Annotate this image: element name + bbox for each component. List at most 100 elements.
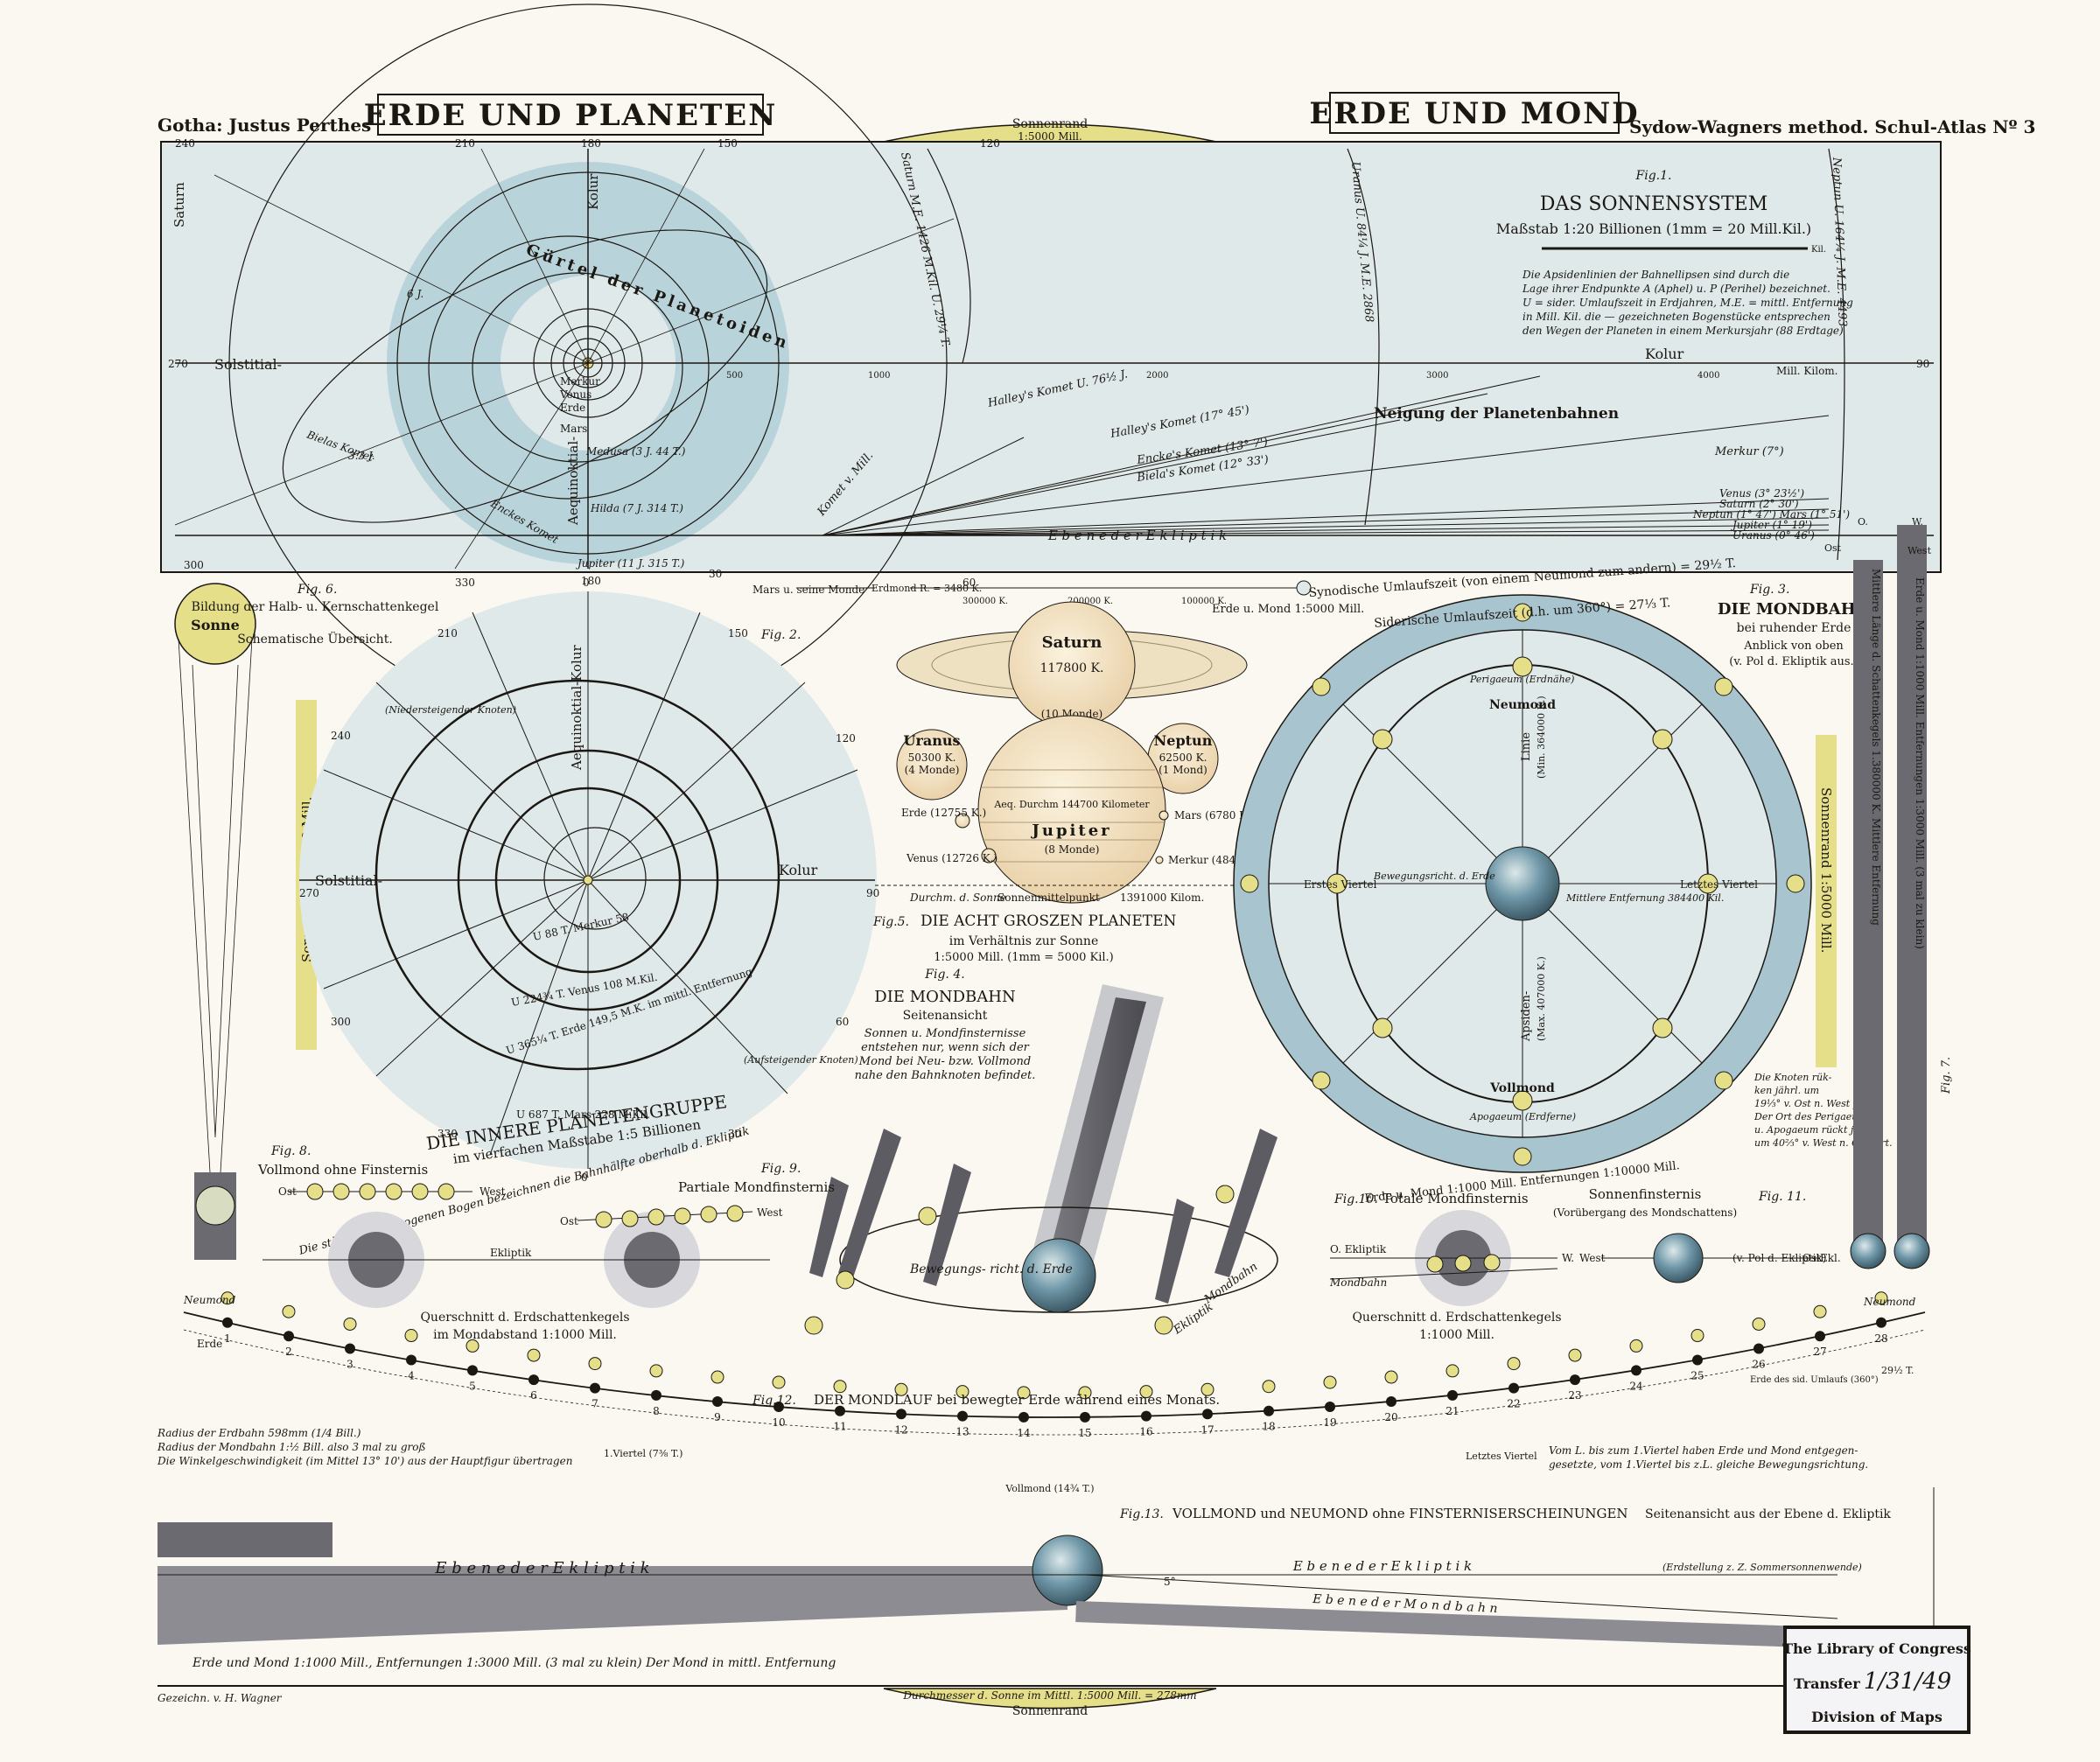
- fig11-west: West: [1579, 1252, 1606, 1264]
- fig1-angle-180: 180: [581, 137, 601, 150]
- sun-rim-top-label: Sonnenrand: [1012, 117, 1088, 131]
- fig12-day-number: 3: [346, 1358, 354, 1370]
- fig3-apsiden: Apsiden-: [1520, 991, 1533, 1042]
- fig3-knoten-5: u. Apogaeum rückt jährl.: [1754, 1124, 1876, 1136]
- fig12-erde-sid: Erde des sid. Umlaufs (360°): [1750, 1375, 1879, 1385]
- fig10-caption: Querschnitt d. Erdschattenkegels: [1352, 1311, 1561, 1325]
- fig8-title: Vollmond ohne Finsternis: [257, 1162, 428, 1178]
- fig5-title: DIE ACHT GROSZEN PLANETEN: [920, 912, 1177, 930]
- fig4-earth: [1021, 1238, 1096, 1313]
- fig12-moon-dot: [1752, 1317, 1766, 1331]
- library-stamp: The Library of Congress Transfer 1/31/49…: [1782, 1626, 1971, 1734]
- fig13-earth: [1032, 1535, 1103, 1606]
- fig2-angle-240: 240: [331, 730, 351, 742]
- fig12-day-number: 13: [956, 1426, 969, 1438]
- fig12-neumond-right: Neumond: [1863, 1296, 1916, 1308]
- jupiter-moons: (8 Monde): [1045, 843, 1100, 856]
- fig3-knoten-3: 19⅓° v. Ost n. West fort.: [1754, 1098, 1874, 1109]
- fig12-moon-dot: [1323, 1375, 1337, 1389]
- fig5-tick-100000: 100000 K.: [1181, 597, 1227, 606]
- fig3-sun-rim-label: Sonnenrand 1:5000 Mill.: [1818, 787, 1834, 953]
- neptun-moons: (1 Mond): [1158, 764, 1208, 776]
- fig12-earth-dot: [1876, 1317, 1886, 1328]
- fig2-orbits: [374, 679, 780, 1071]
- fig1-note-1: Die Apsidenlinien der Bahnellipsen sind …: [1522, 269, 1789, 281]
- fig7-shadow-bars: Mittlere Länge d. Schattenkegels 1.38000…: [1824, 516, 1953, 1269]
- sun-rim-top-scale: 1:5000 Mill.: [1018, 130, 1082, 143]
- fig12-moon-dot: [588, 1357, 602, 1371]
- fig12-earth-dot: [1018, 1411, 1029, 1423]
- fig2-kolur: Kolur: [779, 862, 818, 878]
- fig5-sun-km: 1391000 Kilom.: [1120, 891, 1204, 904]
- fig12-day-number: 18: [1262, 1421, 1275, 1433]
- fig1-note-5: den Wegen der Planeten in einem Merkursj…: [1522, 325, 1844, 337]
- fig12-earth-dot: [1570, 1374, 1580, 1386]
- fig13-footer-scale: Erde und Mond 1:1000 Mill., Entfernungen…: [192, 1656, 836, 1670]
- fig3-perigaeum: Perigaeum (Erdnähe): [1469, 674, 1574, 685]
- inner-venus: Venus: [559, 388, 592, 401]
- fig13-shadow-large: [158, 1566, 1068, 1645]
- merkur-small: [1155, 856, 1164, 864]
- fig5-scale: 1:5000 Mill. (1mm = 5000 Kil.): [934, 951, 1114, 964]
- fig10-w: W.: [1562, 1252, 1574, 1264]
- fig3-view: Anblick von oben: [1743, 640, 1844, 653]
- fig13-ebene-right: E b e n e d e r E k l i p t i k: [1292, 1558, 1472, 1574]
- fig3-vollmond: Vollmond: [1489, 1081, 1555, 1095]
- fig12-moon-dot: [710, 1370, 724, 1384]
- fig12-moon-dot: [956, 1385, 970, 1399]
- fig9-ost: Ost: [560, 1215, 578, 1227]
- jupiter-eq: Aeq. Durchm 144700 Kilometer: [993, 799, 1150, 810]
- fig9-label: Fig. 9.: [760, 1162, 801, 1176]
- inner-hilda: Hilda (7 J. 314 T.): [590, 502, 683, 514]
- fig12-day-number: 25: [1690, 1370, 1704, 1382]
- fig7-earth-1: [1850, 1233, 1886, 1269]
- fig6-sun: [174, 583, 256, 665]
- fig12-day-number: 17: [1200, 1423, 1214, 1436]
- erde-small-label: Erde (12755 K.): [901, 807, 986, 819]
- fig12-day-number: 21: [1446, 1405, 1459, 1417]
- fig1-title: DAS SONNENSYSTEM: [1540, 193, 1768, 215]
- fig12-day-number: 2: [285, 1346, 292, 1358]
- fig8-west: West: [480, 1185, 506, 1198]
- fig13-shadow-small: [158, 1522, 332, 1557]
- incl-venus: Venus (3° 23½'): [1719, 487, 1804, 500]
- fig4-umbra: [1046, 997, 1146, 1273]
- fig12-earth-dot: [284, 1331, 294, 1342]
- fig12-vollmond: Vollmond (14¾ T.): [1004, 1483, 1094, 1494]
- fig11-ost: Ost: [1802, 1252, 1821, 1264]
- fig6-title: Bildung der Halb- u. Kernschattenkegel: [192, 600, 439, 614]
- fig12-erde: Erde: [197, 1338, 222, 1350]
- ecliptic-plane-label: E b e n e d e r E k l i p t i k: [1047, 528, 1227, 543]
- fig8-label: Fig. 8.: [270, 1144, 311, 1158]
- fig5-sun-diameter: Durchm. d. Sonne: [909, 891, 1006, 904]
- venus-small: [981, 848, 997, 864]
- fig6-earth: [195, 1185, 235, 1226]
- fig12-day-number: 4: [408, 1370, 415, 1382]
- fig2-sun: [583, 875, 593, 885]
- fig1-angle-90: 90: [1916, 358, 1929, 370]
- venus-small-label: Venus (12726 K.): [906, 852, 998, 864]
- fig12-day-number: 11: [833, 1421, 846, 1433]
- fig12-moon-dot: [1200, 1382, 1214, 1396]
- fig3-knoten-4: Der Ort des Perigaeum: [1754, 1111, 1867, 1122]
- footer-sun-diameter: Durchmesser d. Sonne im Mittl. 1:5000 Mi…: [902, 1689, 1196, 1702]
- fig4-note-4: nahe den Bahnknoten befindet.: [855, 1069, 1036, 1082]
- fig1-outer-arcs: [927, 148, 1845, 561]
- fig2-orbit-mars: U 687 T. Mars 228 M.Kil.: [516, 1108, 650, 1121]
- title-right: ERDE UND MOND: [1309, 96, 1639, 131]
- fig12-note-right-1: Vom L. bis zum 1.Viertel haben Erde und …: [1549, 1444, 1858, 1457]
- fig1-kolur-top: Kolur: [585, 173, 601, 210]
- fig12-label: Fig.12.: [752, 1394, 796, 1408]
- fig1-dist-4000: 4000: [1698, 371, 1719, 381]
- fig2-angle-180: 180: [581, 575, 601, 587]
- fig12-earth-dot: [1202, 1409, 1213, 1420]
- fig12-earth-dot: [957, 1410, 968, 1422]
- fig11-title: Sonnenfinsternis: [1589, 1186, 1702, 1202]
- series-label: Sydow-Wagners method. Schul-Atlas Nº 3: [1629, 116, 2035, 137]
- inclination-lines: [175, 375, 1934, 536]
- fig5-label: Fig.5.: [872, 915, 909, 929]
- uranus-globe: [896, 729, 968, 801]
- fig2-aequinoktial: Aequinoktial-Kolur: [569, 645, 584, 771]
- fig1-note-4: in Mill. Kil. die — gezeichneten Bogenst…: [1522, 311, 1830, 323]
